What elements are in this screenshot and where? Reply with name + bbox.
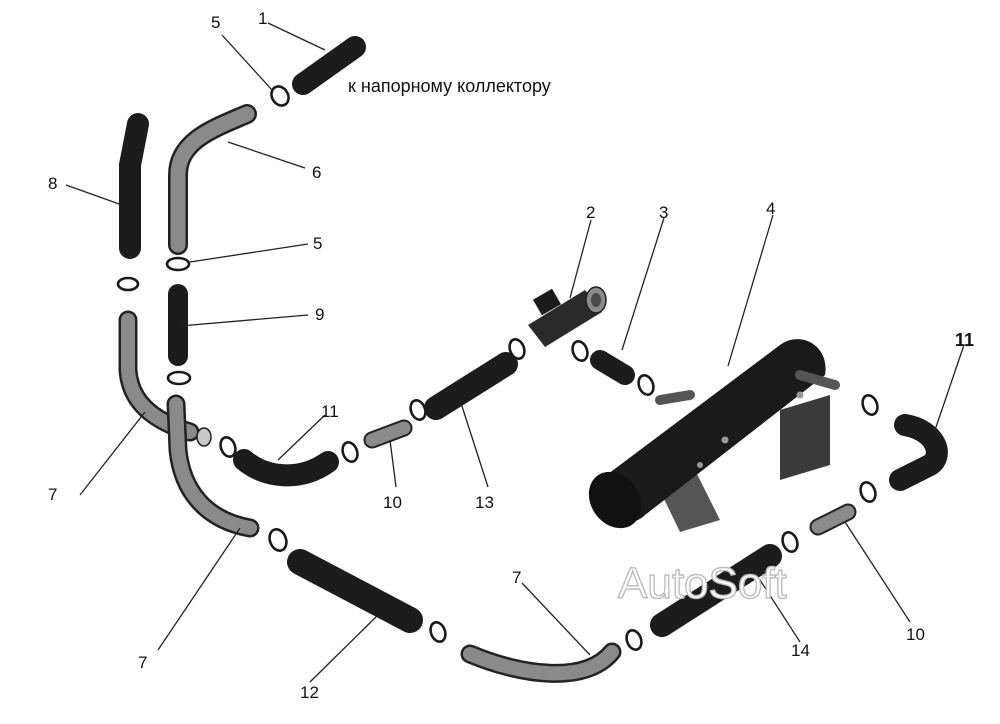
watermark: AutoSoft — [618, 559, 787, 608]
clamp-below-7 — [268, 528, 288, 552]
part-12-hose — [287, 549, 423, 633]
label-part-7-middle: 7 — [138, 653, 147, 672]
part-4-heater — [588, 339, 840, 532]
label-part-5-middle: 5 — [313, 234, 322, 253]
label-part-10-right: 10 — [906, 625, 925, 644]
part-5-clamp-middle — [165, 256, 191, 272]
part-7-tube-middle — [166, 394, 260, 538]
part-3-hose — [590, 350, 635, 385]
label-part-6: 6 — [312, 163, 321, 182]
clamp-near-10-right — [781, 531, 799, 553]
label-part-2: 2 — [586, 203, 595, 222]
part-11-hose-left — [233, 449, 339, 487]
part-7-tube-bottom — [460, 642, 622, 683]
part-11-hose-right — [889, 414, 948, 491]
part-13-hose — [424, 352, 518, 420]
clamp-near-14 — [625, 629, 643, 651]
clamp-near-3 — [637, 374, 655, 396]
label-part-8: 8 — [48, 174, 57, 193]
label-part-7-upper: 7 — [48, 485, 57, 504]
label-part-12: 12 — [300, 683, 319, 702]
clamp-near-2 — [571, 340, 589, 362]
part-2-valve — [528, 286, 607, 347]
clamp-bottom-middle — [429, 621, 447, 643]
clamp-right-upper — [861, 394, 879, 416]
label-part-11-left: 11 — [321, 402, 339, 421]
part-1-hose — [292, 36, 366, 95]
part-8-hose — [119, 113, 149, 259]
part-10-sleeve-right — [809, 503, 857, 536]
label-part-4: 4 — [766, 199, 775, 218]
clamp-right-lower — [859, 481, 877, 503]
clamp-near-13 — [508, 338, 526, 360]
label-part-3: 3 — [659, 203, 668, 222]
part-10-sleeve-left — [363, 419, 413, 449]
label-part-10-left: 10 — [383, 493, 402, 512]
clamp-below-9 — [166, 370, 192, 386]
clamp-near-11 — [341, 441, 359, 463]
clamp-left-upper — [116, 276, 140, 292]
pressure-manifold-note: к напорному коллектору — [348, 76, 551, 96]
label-part-11-right: 11 — [955, 330, 974, 350]
label-part-5-top: 5 — [211, 13, 220, 32]
clamp-left-lower — [219, 436, 237, 458]
label-part-1: 1 — [258, 9, 267, 28]
label-part-14: 14 — [791, 641, 810, 660]
label-part-13: 13 — [475, 493, 494, 512]
label-part-9: 9 — [315, 305, 324, 324]
label-part-7-bottom: 7 — [512, 568, 521, 587]
part-14-hose — [650, 544, 782, 637]
part-6-tube — [168, 104, 257, 255]
part-5-clamp-top — [270, 85, 290, 107]
leader-lines — [65, 22, 965, 683]
